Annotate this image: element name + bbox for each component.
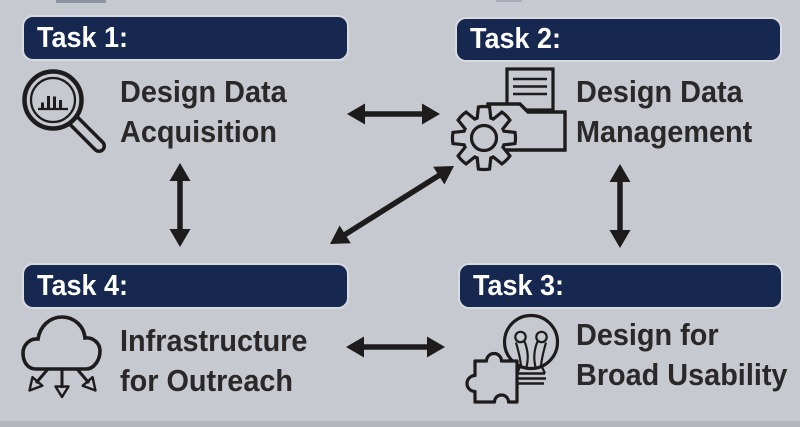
task3-header-label: Task 3: xyxy=(473,269,564,302)
task3-header: Task 3: xyxy=(458,263,783,309)
task4-title: Infrastructure for Outreach xyxy=(120,321,322,401)
task3-title-line1: Design for xyxy=(576,317,719,352)
task3-title: Design for Broad Usability xyxy=(576,315,800,395)
task4-header-label: Task 4: xyxy=(37,269,128,302)
arrow-task4-task3 xyxy=(346,336,445,358)
arrow-task2-task4 xyxy=(330,166,454,244)
arrow-task1-task2 xyxy=(347,103,440,125)
arrow-task1-task4 xyxy=(169,163,191,247)
puzzle-lightbulb-icon xyxy=(465,313,560,404)
cropped-edge-fragment xyxy=(56,0,106,3)
task4-title-line1: Infrastructure xyxy=(120,323,308,358)
task1-header-label: Task 1: xyxy=(37,21,128,54)
task1-title-line1: Design Data xyxy=(120,74,287,109)
task2-title-line1: Design Data xyxy=(576,74,743,109)
gear-icon xyxy=(450,104,518,172)
task3-title-line2: Broad Usability xyxy=(576,357,788,392)
task2-title-line2: Management xyxy=(576,114,753,149)
task1-header: Task 1: xyxy=(22,15,349,61)
cropped-edge-fragment xyxy=(496,0,522,2)
task4-title-line2: for Outreach xyxy=(120,363,294,398)
task2-header-label: Task 2: xyxy=(470,23,561,55)
task4-header: Task 4: xyxy=(22,263,349,309)
task2-title: Design Data Management xyxy=(576,72,765,152)
cloud-distribution-icon xyxy=(21,315,102,399)
task1-title: Design Data Acquisition xyxy=(120,72,299,152)
task2-header: Task 2: xyxy=(455,17,782,62)
magnifier-bar-chart-icon xyxy=(22,69,106,153)
arrow-task2-task3 xyxy=(609,164,631,248)
document-folder-gear-icon xyxy=(450,67,567,172)
task1-title-line2: Acquisition xyxy=(120,114,277,149)
bottom-edge-strip xyxy=(0,421,800,427)
